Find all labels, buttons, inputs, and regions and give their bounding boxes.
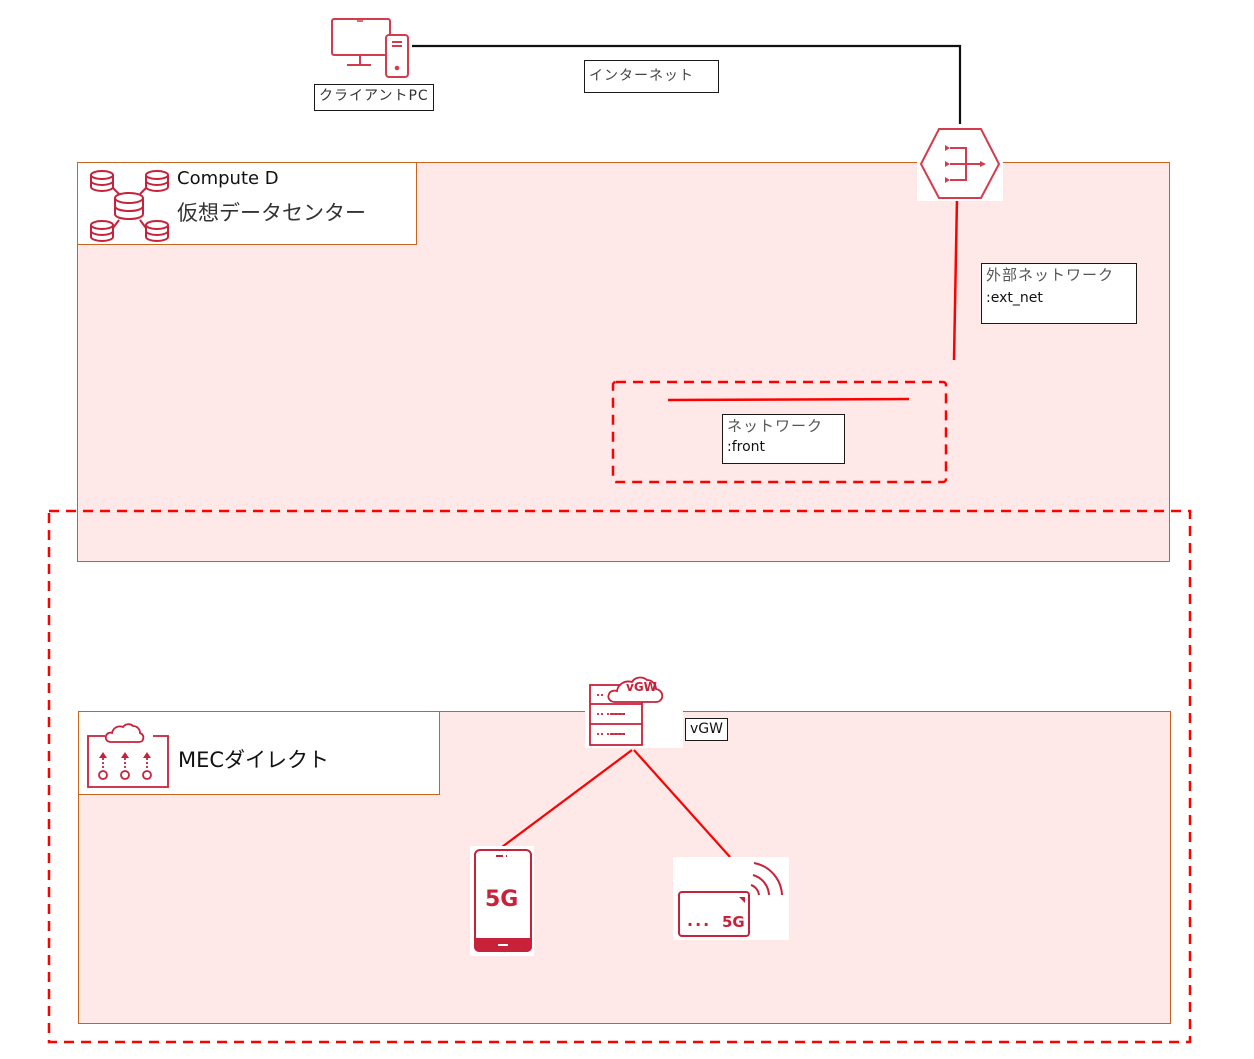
load-balancer-hexagon-icon[interactable]: [917, 127, 1003, 201]
ext-network-label: 外部ネットワーク :ext_net: [981, 263, 1137, 324]
compute-zone-subtitle: 仮想データセンター: [177, 201, 366, 225]
ext-network-id: :ext_net: [986, 290, 1043, 306]
compute-zone-header: Compute D 仮想データセンター: [77, 162, 417, 245]
router-5g-icon[interactable]: ... 5G: [673, 857, 789, 940]
vgw-label: vGW: [685, 718, 728, 741]
mec-dashed-boundary: [47, 509, 1192, 1044]
router-5g-text: 5G: [722, 913, 745, 931]
compute-zone-title: Compute D: [177, 168, 279, 189]
vgw-to-router-line: [633, 749, 731, 858]
smartphone-5g-text: 5G: [485, 887, 519, 912]
vgw-server-icon[interactable]: vGW: [585, 662, 683, 748]
ext-network-name: 外部ネットワーク: [986, 266, 1115, 284]
desktop-pc-icon[interactable]: [330, 17, 412, 79]
front-network-dashed-box: [611, 380, 948, 484]
vgw-icon-text: vGW: [626, 680, 657, 694]
internet-connection-line: [412, 44, 962, 124]
mec-zone-header: MECダイレクト: [78, 711, 440, 795]
router-dots: ...: [687, 911, 712, 930]
internet-label: インターネット: [584, 60, 719, 93]
cloud-edge-icon: [85, 716, 173, 788]
client-pc-label: クライアントPC: [314, 84, 434, 111]
database-cluster-icon: [86, 166, 170, 244]
front-network-name: ネットワーク: [727, 417, 824, 435]
ext-network-line: [952, 197, 959, 361]
front-network-line: [667, 397, 910, 402]
mec-zone-title: MECダイレクト: [178, 748, 330, 772]
front-network-label: ネットワーク :front: [722, 414, 845, 464]
front-network-id: :front: [727, 439, 766, 455]
smartphone-5g-icon[interactable]: 5G: [470, 846, 534, 956]
vgw-to-phone-line: [501, 749, 633, 848]
